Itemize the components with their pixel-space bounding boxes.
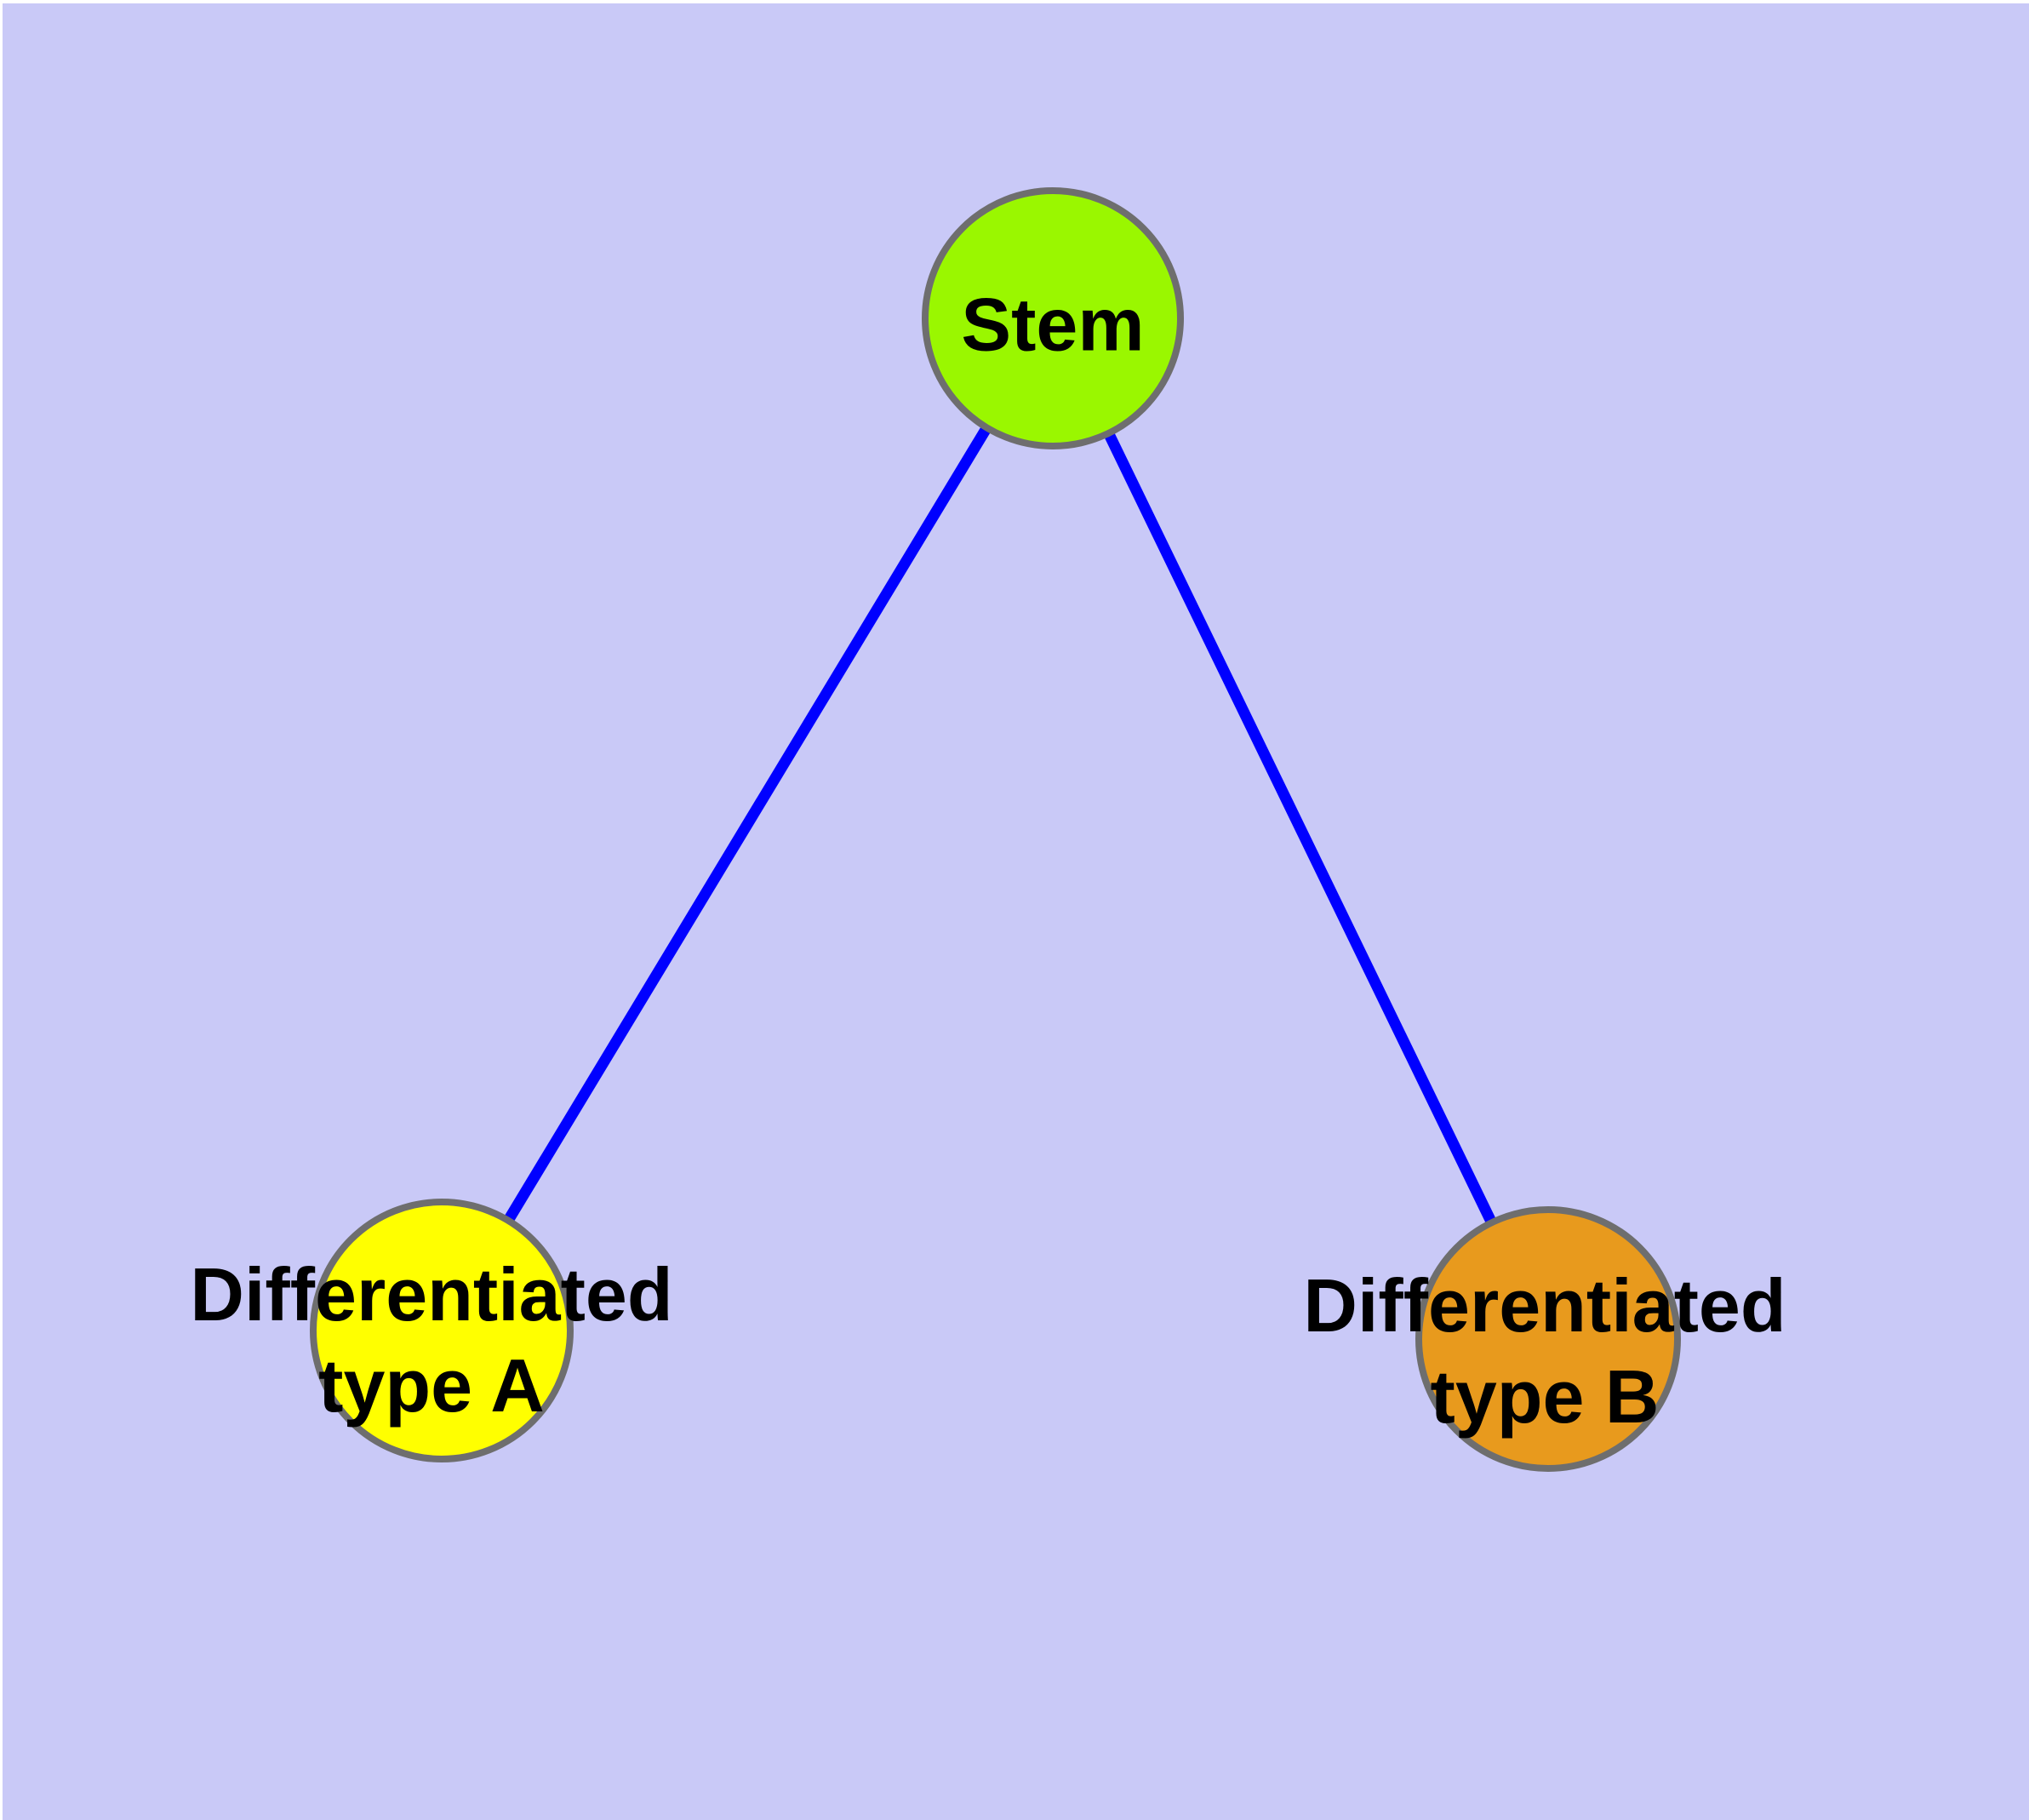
node-label-stem-text: Stem — [961, 282, 1145, 367]
edge-stem-to-type-a — [437, 315, 1058, 1334]
node-type-b-circle — [1415, 1206, 1681, 1472]
graph-svg — [310, 187, 1681, 1472]
node-label-type-a-line2: type A — [318, 1343, 545, 1428]
node-label-type-b-line2: type B — [1430, 1354, 1660, 1439]
node-label-type-b: Differentiated type B — [1303, 1260, 1786, 1442]
node-stem-circle — [922, 187, 1184, 449]
node-label-stem: Stem — [961, 279, 1144, 370]
diagram-canvas: Stem Differentiated type A Differentiate… — [3, 3, 2029, 1820]
node-label-type-b-line1: Differentiated — [1303, 1263, 1786, 1348]
node-label-type-a: Differentiated type A — [190, 1249, 672, 1431]
node-type-a-circle — [310, 1199, 574, 1462]
node-label-type-a-line1: Differentiated — [190, 1252, 673, 1336]
edge-stem-to-type-b — [1048, 316, 1553, 1342]
